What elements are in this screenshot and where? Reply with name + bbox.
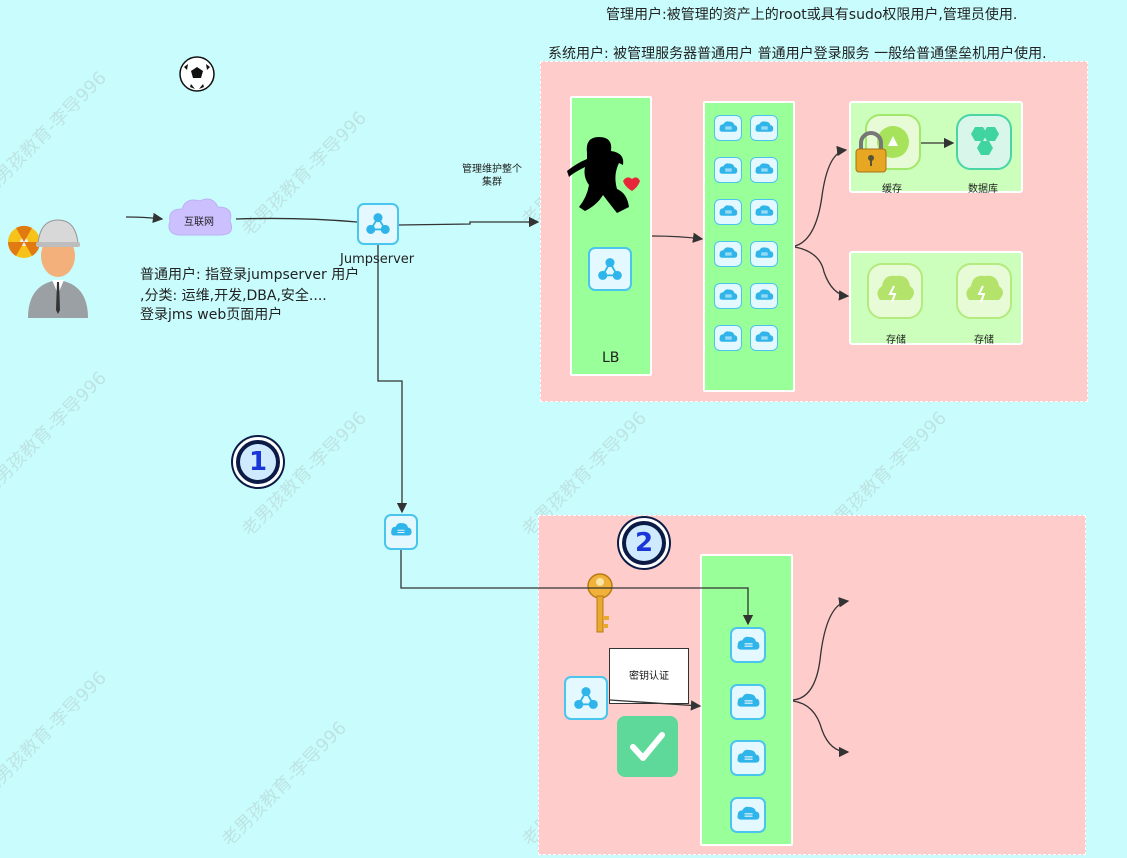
server-node[interactable]: [730, 797, 766, 833]
normal-user-desc-3: 登录jms web页面用户: [140, 307, 283, 323]
watermark: 老男孩教育-李导996: [238, 107, 371, 241]
step-badge-1-number: 1: [240, 444, 276, 480]
server-node[interactable]: [750, 115, 778, 141]
edge-label-manage-cluster: 管理维护整个 集群: [462, 164, 522, 188]
step-badge-2: 2: [619, 518, 669, 568]
internet-cloud-icon: [168, 198, 233, 236]
server-node[interactable]: [750, 241, 778, 267]
internet-label: 互联网: [184, 217, 214, 228]
server-node[interactable]: [714, 157, 742, 183]
watermark: 老男孩教育-李导996: [218, 717, 351, 851]
lb-node[interactable]: [588, 247, 632, 291]
key-icon: [587, 573, 613, 633]
watermark: 老男孩教育-李导996: [0, 367, 111, 501]
server-node[interactable]: [730, 627, 766, 663]
check-icon: [617, 716, 678, 777]
server-node[interactable]: [714, 199, 742, 225]
lb-label: LB: [602, 350, 620, 366]
database-icon: [956, 114, 1012, 170]
lb-column: [570, 96, 652, 376]
jumpserver-node[interactable]: [357, 203, 399, 245]
normal-user-desc-2: ,分类: 运维,开发,DBA,安全....: [140, 288, 327, 304]
lock-icon: [855, 131, 887, 173]
server-node[interactable]: [714, 115, 742, 141]
server-node[interactable]: [714, 241, 742, 267]
person-worker-icon: [7, 219, 88, 318]
server-node[interactable]: [730, 740, 766, 776]
server-node[interactable]: [750, 199, 778, 225]
step-badge-1: 1: [233, 437, 283, 487]
management-user-text: 管理用户:被管理的资产上的root或具有sudo权限用户,管理员使用.: [606, 7, 1018, 23]
step-badge-2-number: 2: [626, 525, 662, 561]
server-node[interactable]: [714, 325, 742, 351]
system-user-text: 系统用户: 被管理服务器普通用户 普通用户登录服务 一般给普通堡垒机用户使用.: [548, 46, 1047, 62]
key-auth-box: 密钥认证: [609, 648, 689, 704]
dancer-silhouette-icon: [567, 137, 640, 213]
storage-icon-1: [867, 263, 923, 319]
storage-label-2: 存储: [974, 335, 994, 346]
normal-user-desc-1: 普通用户: 指登录jumpserver 用户: [140, 267, 360, 283]
storage-label-1: 存储: [886, 335, 906, 346]
server-node[interactable]: [714, 283, 742, 309]
server-node[interactable]: [750, 157, 778, 183]
server-node[interactable]: [730, 684, 766, 720]
proxy-server-node[interactable]: [384, 514, 418, 550]
storage-icon-2: [956, 263, 1012, 319]
soccer-ball-icon: [179, 56, 215, 92]
cache-label: 缓存: [882, 184, 902, 195]
watermark: 老男孩教育-李导996: [0, 67, 111, 201]
watermark: 老男孩教育-李导996: [0, 667, 111, 801]
client-node[interactable]: [564, 676, 608, 720]
server-node[interactable]: [750, 283, 778, 309]
database-label: 数据库: [968, 184, 998, 195]
server-node[interactable]: [750, 325, 778, 351]
key-auth-label: 密钥认证: [629, 671, 669, 682]
